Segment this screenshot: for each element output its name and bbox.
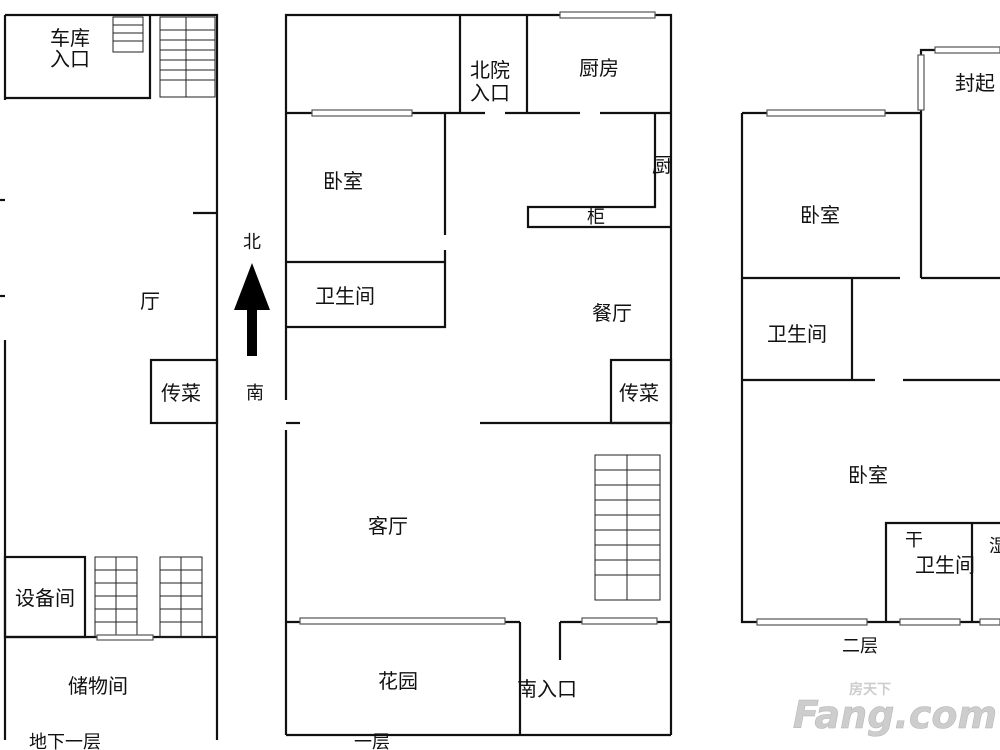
ground-floor-plan: 北院 入口 厨房 卧室 厨 柜 卫生间 餐厅 传菜 客厅 花园 南入口 一层 — [284, 11, 673, 750]
watermark-brand: Fang.com — [793, 693, 997, 737]
ground-outer-wall — [284, 13, 673, 735]
garage-entry-wall — [5, 15, 152, 100]
label-enclosed: 封起 — [955, 71, 995, 95]
label-garden: 花园 — [378, 669, 418, 693]
basement-serving-room — [149, 358, 219, 425]
label-garage-entry-1: 车库 — [50, 26, 90, 50]
caption-basement: 地下一层 — [29, 732, 101, 750]
label-kitchen: 厨房 — [579, 56, 619, 80]
label-second-bedroom-2: 卧室 — [848, 463, 888, 487]
label-south: 南 — [246, 383, 264, 404]
label-equipment-room: 设备间 — [15, 586, 75, 610]
label-ground-serving: 传菜 — [619, 381, 659, 405]
label-basement-hall: 厅 — [140, 289, 160, 313]
label-ground-bedroom: 卧室 — [323, 169, 363, 193]
label-basement-serving: 传菜 — [161, 381, 201, 405]
basement-stair-top — [112, 16, 216, 98]
kitchen-cabinet-wall — [526, 113, 671, 229]
basement-plan: 车库 入口 厅 传菜 设备间 储物间 地下一层 — [0, 13, 219, 750]
label-north-yard-entry-1: 北院 — [470, 58, 510, 82]
label-ground-bathroom: 卫生间 — [315, 284, 375, 308]
caption-second: 二层 — [842, 636, 878, 657]
label-wet: 湿 — [989, 536, 1000, 557]
caption-ground: 一层 — [354, 732, 390, 750]
label-dry: 干 — [905, 530, 923, 551]
label-second-bathroom-1: 卫生间 — [767, 322, 827, 346]
label-second-bedroom-1: 卧室 — [800, 203, 840, 227]
arrow-up-icon — [234, 263, 270, 310]
watermark-logo: 房天下 Fang.com — [793, 681, 998, 737]
ground-stair — [594, 454, 661, 601]
label-garage-entry-2: 入口 — [50, 47, 90, 71]
label-cabinet: 柜 — [587, 207, 605, 228]
label-second-bathroom-2: 卫生间 — [915, 553, 975, 577]
second-outer-wall — [740, 113, 1000, 624]
label-storage-room: 储物间 — [68, 674, 128, 698]
second-floor-plan: 封起 卧室 卫生间 卧室 干 湿 卫生间 二层 — [740, 46, 1000, 657]
basement-outer-wall — [5, 13, 219, 740]
basement-stair-bottom — [94, 556, 203, 638]
watermark-chinese: 房天下 — [849, 681, 891, 698]
label-kitchen-side: 厨 — [652, 153, 672, 177]
label-south-entry: 南入口 — [517, 677, 577, 701]
label-north: 北 — [243, 232, 261, 253]
north-arrow: 北 南 — [234, 232, 270, 404]
label-dining: 餐厅 — [592, 301, 632, 325]
ground-bathroom-wall — [286, 260, 447, 329]
label-living: 客厅 — [368, 514, 408, 538]
label-north-yard-entry-2: 入口 — [470, 81, 510, 105]
